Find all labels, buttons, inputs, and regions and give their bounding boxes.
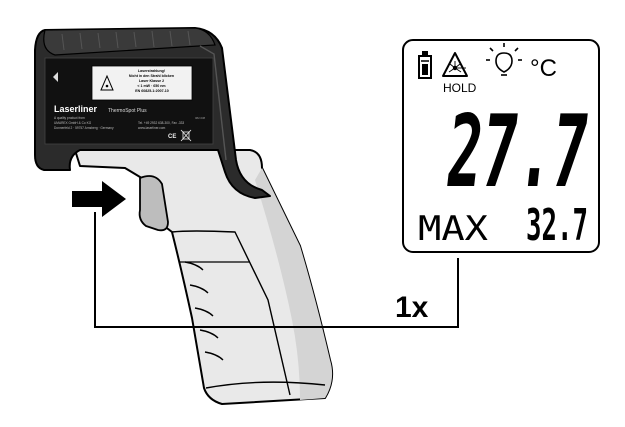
contact-line: www.laserliner.com bbox=[138, 126, 166, 130]
press-count-label: 1x bbox=[395, 291, 429, 324]
warning-sticker bbox=[91, 65, 193, 101]
callout-line bbox=[94, 212, 459, 328]
product-code: 082.038 bbox=[195, 116, 206, 120]
svg-text:A quality product from U: A quality product from UMAREX GmbH & Co … bbox=[54, 116, 114, 130]
svg-text:Laserstrahlung! Nicht in: Laserstrahlung! Nicht in den Strahl blic… bbox=[129, 69, 175, 93]
press-arrow-icon bbox=[72, 181, 126, 217]
warning-line: Laserstrahlung! bbox=[138, 69, 165, 73]
device-head: Laserstrahlung! Nicht in den Strahl blic… bbox=[34, 27, 271, 199]
laser-warning-icon bbox=[442, 52, 468, 77]
max-label: MAX bbox=[418, 209, 489, 249]
address-line: UMAREX GmbH & Co KG bbox=[54, 121, 92, 125]
lcd-display: HOLD °C 27.7 MAX 32.7 bbox=[402, 39, 600, 253]
ce-mark: CE bbox=[168, 134, 176, 140]
backlight-bulb-icon bbox=[486, 43, 522, 76]
warning-line: Laser Klasse 2 bbox=[139, 79, 164, 83]
brand-logo: Laserliner bbox=[54, 104, 98, 114]
hold-indicator: HOLD bbox=[443, 81, 477, 95]
warning-line: Nicht in den Strahl blicken bbox=[129, 74, 174, 78]
warning-line: < 1 mW · 650 nm bbox=[137, 84, 165, 88]
weee-bin-icon bbox=[180, 129, 192, 142]
max-reading: 32.7 bbox=[526, 200, 588, 251]
address-line: A quality product from bbox=[54, 116, 85, 120]
laser-aperture-icon bbox=[53, 72, 58, 82]
warning-line: EN 60825-1:2007-10 bbox=[135, 89, 169, 93]
trigger[interactable] bbox=[138, 175, 169, 232]
address-line: Donnerfeld 2 · 59757 Arnsberg · Germany bbox=[54, 126, 114, 130]
unit-label: °C bbox=[530, 55, 557, 82]
battery-icon bbox=[418, 51, 432, 79]
main-reading: 27.7 bbox=[447, 93, 588, 210]
model-name: ThermoSpot Plus bbox=[108, 108, 147, 114]
device-grip bbox=[74, 149, 334, 405]
svg-text:Tel. +49 2932 638-300, Fax -33: Tel. +49 2932 638-300, Fax -333 www.lase… bbox=[138, 121, 185, 130]
contact-line: Tel. +49 2932 638-300, Fax -333 bbox=[138, 121, 184, 125]
grip-ridges bbox=[184, 261, 224, 361]
